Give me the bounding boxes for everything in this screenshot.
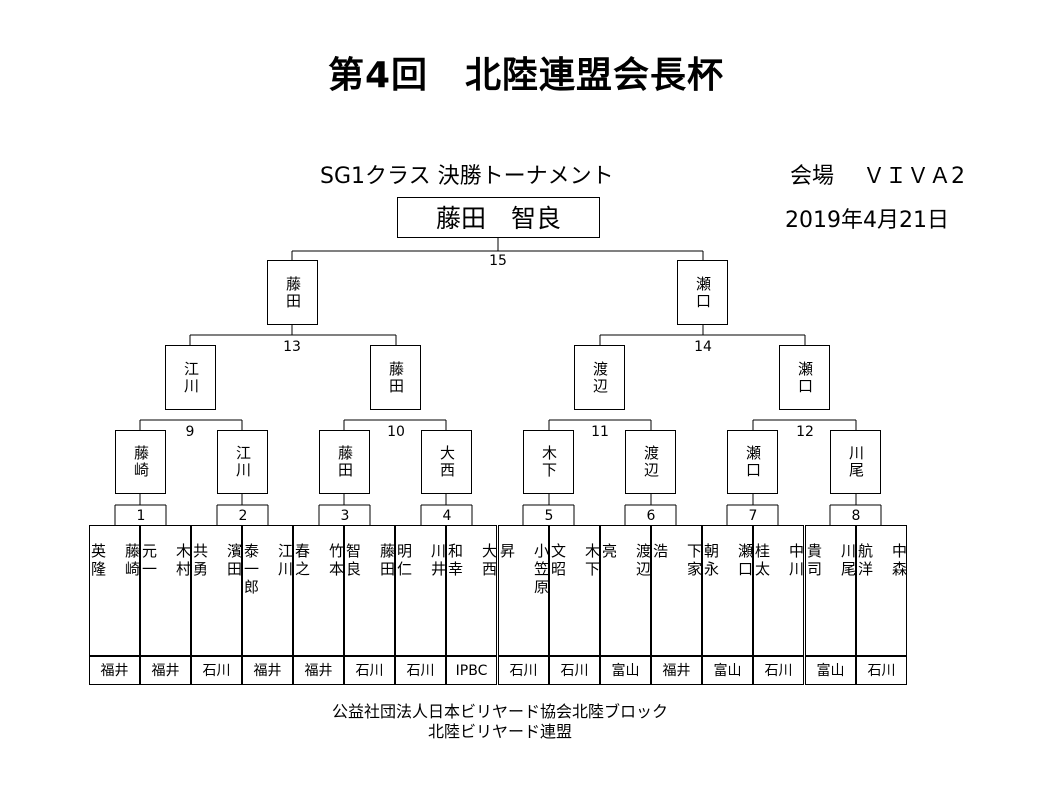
match-number: 4 [442, 508, 452, 524]
footer-organizer: 公益社団法人日本ビリヤード協会北陸ブロック [331, 702, 668, 721]
page-title: 第4回 北陸連盟会長杯 [327, 55, 725, 96]
region-cell: 富山 [600, 656, 651, 685]
region-cell: 福井 [651, 656, 702, 685]
match-number: 1 [136, 508, 146, 524]
quarterfinal-winner: 瀬口 [779, 345, 830, 410]
player-cell: 藤崎 英隆 [89, 525, 141, 656]
player-cell: 小笠原 昇 [498, 525, 550, 656]
quarterfinal-winner: 藤田 [370, 345, 421, 410]
player-cell: 川尾 貴司 [805, 525, 857, 656]
match-number: 8 [851, 508, 861, 524]
match-number: 7 [748, 508, 758, 524]
region-cell: 富山 [805, 656, 856, 685]
match-number: 12 [796, 424, 814, 440]
player-cell: 川井 明仁 [395, 525, 447, 656]
region-cell: 福井 [293, 656, 344, 685]
event-date: 2019年4月21日 [785, 208, 949, 233]
player-cell: 渡辺 亮 [600, 525, 652, 656]
player-cell: 濱田 共勇 [191, 525, 243, 656]
match-number: 10 [387, 424, 405, 440]
region-cell: 石川 [395, 656, 446, 685]
match-number: 9 [185, 424, 195, 440]
match-number: 5 [544, 508, 554, 524]
round1-winner: 木下 [523, 430, 574, 494]
round1-winner: 江川 [217, 430, 268, 494]
match-number: 6 [646, 508, 656, 524]
quarterfinal-winner: 渡辺 [574, 345, 625, 410]
region-cell: 福井 [242, 656, 293, 685]
region-cell: 石川 [498, 656, 549, 685]
venue-label: 会場 ＶＩＶＡ2 [790, 164, 965, 189]
region-cell: 福井 [89, 656, 140, 685]
match-number: 2 [238, 508, 248, 524]
player-cell: 木村 元一 [140, 525, 192, 656]
round1-winner: 川尾 [830, 430, 881, 494]
region-cell: 石川 [191, 656, 242, 685]
player-cell: 下家 浩 [651, 525, 703, 656]
region-cell: IPBC [446, 656, 497, 685]
player-cell: 中森 航洋 [856, 525, 908, 656]
region-cell: 石川 [344, 656, 395, 685]
region-cell: 富山 [702, 656, 753, 685]
match-number: 11 [591, 424, 609, 440]
footer-federation: 北陸ビリヤード連盟 [427, 722, 572, 741]
round1-winner: 大西 [421, 430, 472, 494]
region-cell: 石川 [856, 656, 907, 685]
round1-winner: 藤崎 [115, 430, 166, 494]
quarterfinal-winner: 江川 [165, 345, 216, 410]
semifinal-winner-left: 藤田 [267, 260, 318, 325]
region-cell: 石川 [753, 656, 804, 685]
region-cell: 石川 [549, 656, 600, 685]
semifinal-winner-right: 瀬口 [677, 260, 728, 325]
match-number: 3 [340, 508, 350, 524]
round1-winner: 渡辺 [625, 430, 676, 494]
player-cell: 瀬口 朝永 [702, 525, 754, 656]
player-cell: 江川 泰一郎 [242, 525, 294, 656]
player-cell: 中川 桂太 [753, 525, 805, 656]
champion-box: 藤田 智良 [397, 197, 600, 238]
player-cell: 木下 文昭 [549, 525, 601, 656]
player-cell: 藤田 智良 [344, 525, 396, 656]
region-cell: 福井 [140, 656, 191, 685]
match-number: 13 [283, 339, 301, 355]
match-number: 14 [694, 339, 712, 355]
match-number: 15 [489, 253, 507, 269]
player-cell: 大西 和幸 [446, 525, 498, 656]
player-cell: 竹本 春之 [293, 525, 345, 656]
round1-winner: 藤田 [319, 430, 370, 494]
bracket-subtitle: SG1クラス 決勝トーナメント [320, 164, 614, 189]
round1-winner: 瀬口 [727, 430, 778, 494]
